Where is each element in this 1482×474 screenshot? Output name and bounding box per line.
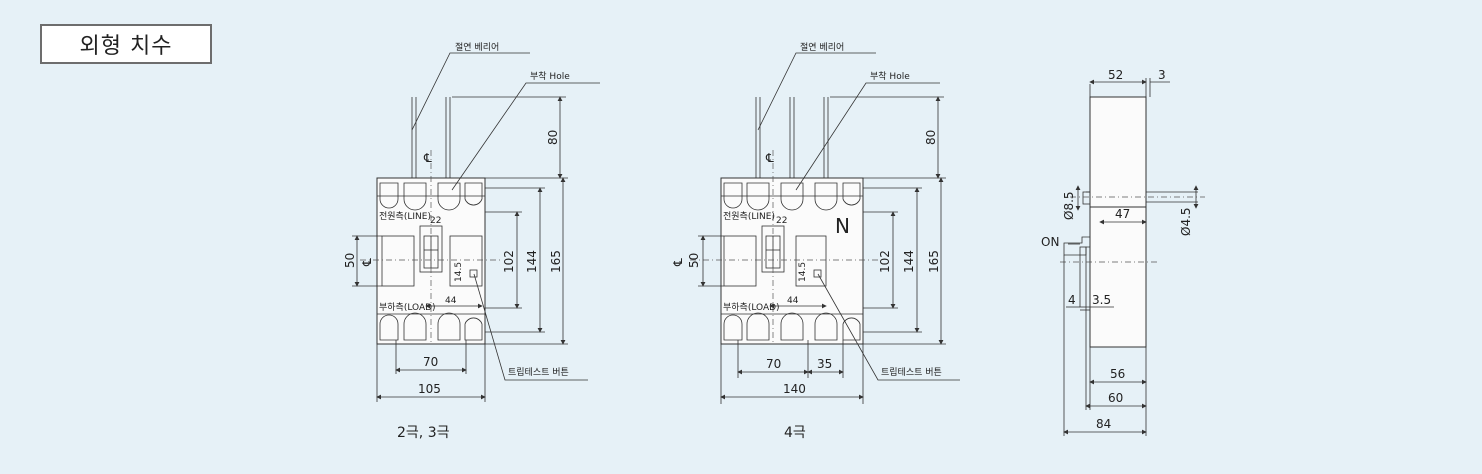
svg-text:84: 84 bbox=[1096, 417, 1111, 431]
svg-text:절연 베리어: 절연 베리어 bbox=[800, 41, 844, 53]
svg-text:80: 80 bbox=[924, 130, 938, 145]
breaker-body-4p bbox=[720, 177, 864, 345]
svg-text:부하측(LOAD): 부하측(LOAD) bbox=[723, 302, 780, 313]
svg-text:144: 144 bbox=[525, 250, 539, 273]
caption-4-pole: 4극 bbox=[784, 425, 806, 441]
neutral-label: N bbox=[835, 214, 850, 238]
svg-text:56: 56 bbox=[1110, 367, 1125, 381]
section-title: 외형 치수 bbox=[40, 24, 212, 64]
load-side-label: 부하측(LOAD) bbox=[379, 302, 436, 313]
view-side: ON 52 3 Ø8.5 Ø4.5 47 4 3.5 56 60 bbox=[1041, 68, 1205, 436]
svg-text:3: 3 bbox=[1158, 68, 1166, 82]
svg-text:50: 50 bbox=[343, 253, 357, 268]
svg-text:35: 35 bbox=[817, 357, 832, 371]
top-terminals bbox=[379, 182, 483, 211]
svg-text:70: 70 bbox=[423, 355, 438, 369]
svg-text:105: 105 bbox=[418, 382, 441, 396]
svg-text:70: 70 bbox=[766, 357, 781, 371]
svg-text:50: 50 bbox=[687, 253, 701, 268]
view-2-3-pole: ℄ 전원측(LINE) 부하측(LOAD) 22 44 14.5 80 102 … bbox=[343, 41, 600, 441]
svg-text:22: 22 bbox=[776, 216, 787, 226]
on-label: ON bbox=[1041, 235, 1059, 249]
svg-text:44: 44 bbox=[445, 296, 457, 306]
svg-text:165: 165 bbox=[549, 250, 563, 273]
svg-text:부착 Hole: 부착 Hole bbox=[870, 71, 910, 82]
svg-text:22: 22 bbox=[430, 216, 441, 226]
view-4-pole: N ℄ 전원측(LINE) 부하측(LOAD) 22 44 14.5 80 10… bbox=[671, 41, 960, 441]
svg-text:60: 60 bbox=[1108, 391, 1123, 405]
svg-text:14.5: 14.5 bbox=[798, 262, 808, 282]
svg-text:℄: ℄ bbox=[360, 258, 374, 267]
svg-text:℄: ℄ bbox=[765, 151, 774, 165]
svg-text:144: 144 bbox=[902, 250, 916, 273]
svg-text:℄: ℄ bbox=[423, 151, 432, 165]
svg-text:52: 52 bbox=[1108, 68, 1123, 82]
svg-text:47: 47 bbox=[1115, 207, 1130, 221]
svg-text:전원측(LINE): 전원측(LINE) bbox=[723, 211, 775, 222]
trip-test-button-label: 트립테스트 버튼 bbox=[508, 367, 569, 378]
svg-text:44: 44 bbox=[787, 296, 799, 306]
caption-2-3-pole: 2극, 3극 bbox=[397, 425, 450, 441]
svg-text:165: 165 bbox=[927, 250, 941, 273]
mount-hole-label: 부착 Hole bbox=[530, 71, 570, 82]
svg-text:102: 102 bbox=[502, 250, 516, 273]
svg-text:3.5: 3.5 bbox=[1092, 293, 1111, 307]
insulation-barrier-label: 절연 베리어 bbox=[455, 41, 499, 53]
svg-text:℄: ℄ bbox=[671, 258, 685, 267]
svg-text:Ø8.5: Ø8.5 bbox=[1062, 191, 1076, 220]
svg-text:Ø4.5: Ø4.5 bbox=[1179, 207, 1193, 236]
svg-text:4: 4 bbox=[1068, 293, 1076, 307]
svg-text:14.5: 14.5 bbox=[454, 262, 464, 282]
svg-text:80: 80 bbox=[546, 130, 560, 145]
svg-text:102: 102 bbox=[878, 250, 892, 273]
svg-text:트립테스트 버튼: 트립테스트 버튼 bbox=[881, 367, 942, 378]
bottom-terminals bbox=[379, 312, 483, 341]
line-side-label: 전원측(LINE) bbox=[379, 211, 431, 222]
svg-text:140: 140 bbox=[783, 382, 806, 396]
